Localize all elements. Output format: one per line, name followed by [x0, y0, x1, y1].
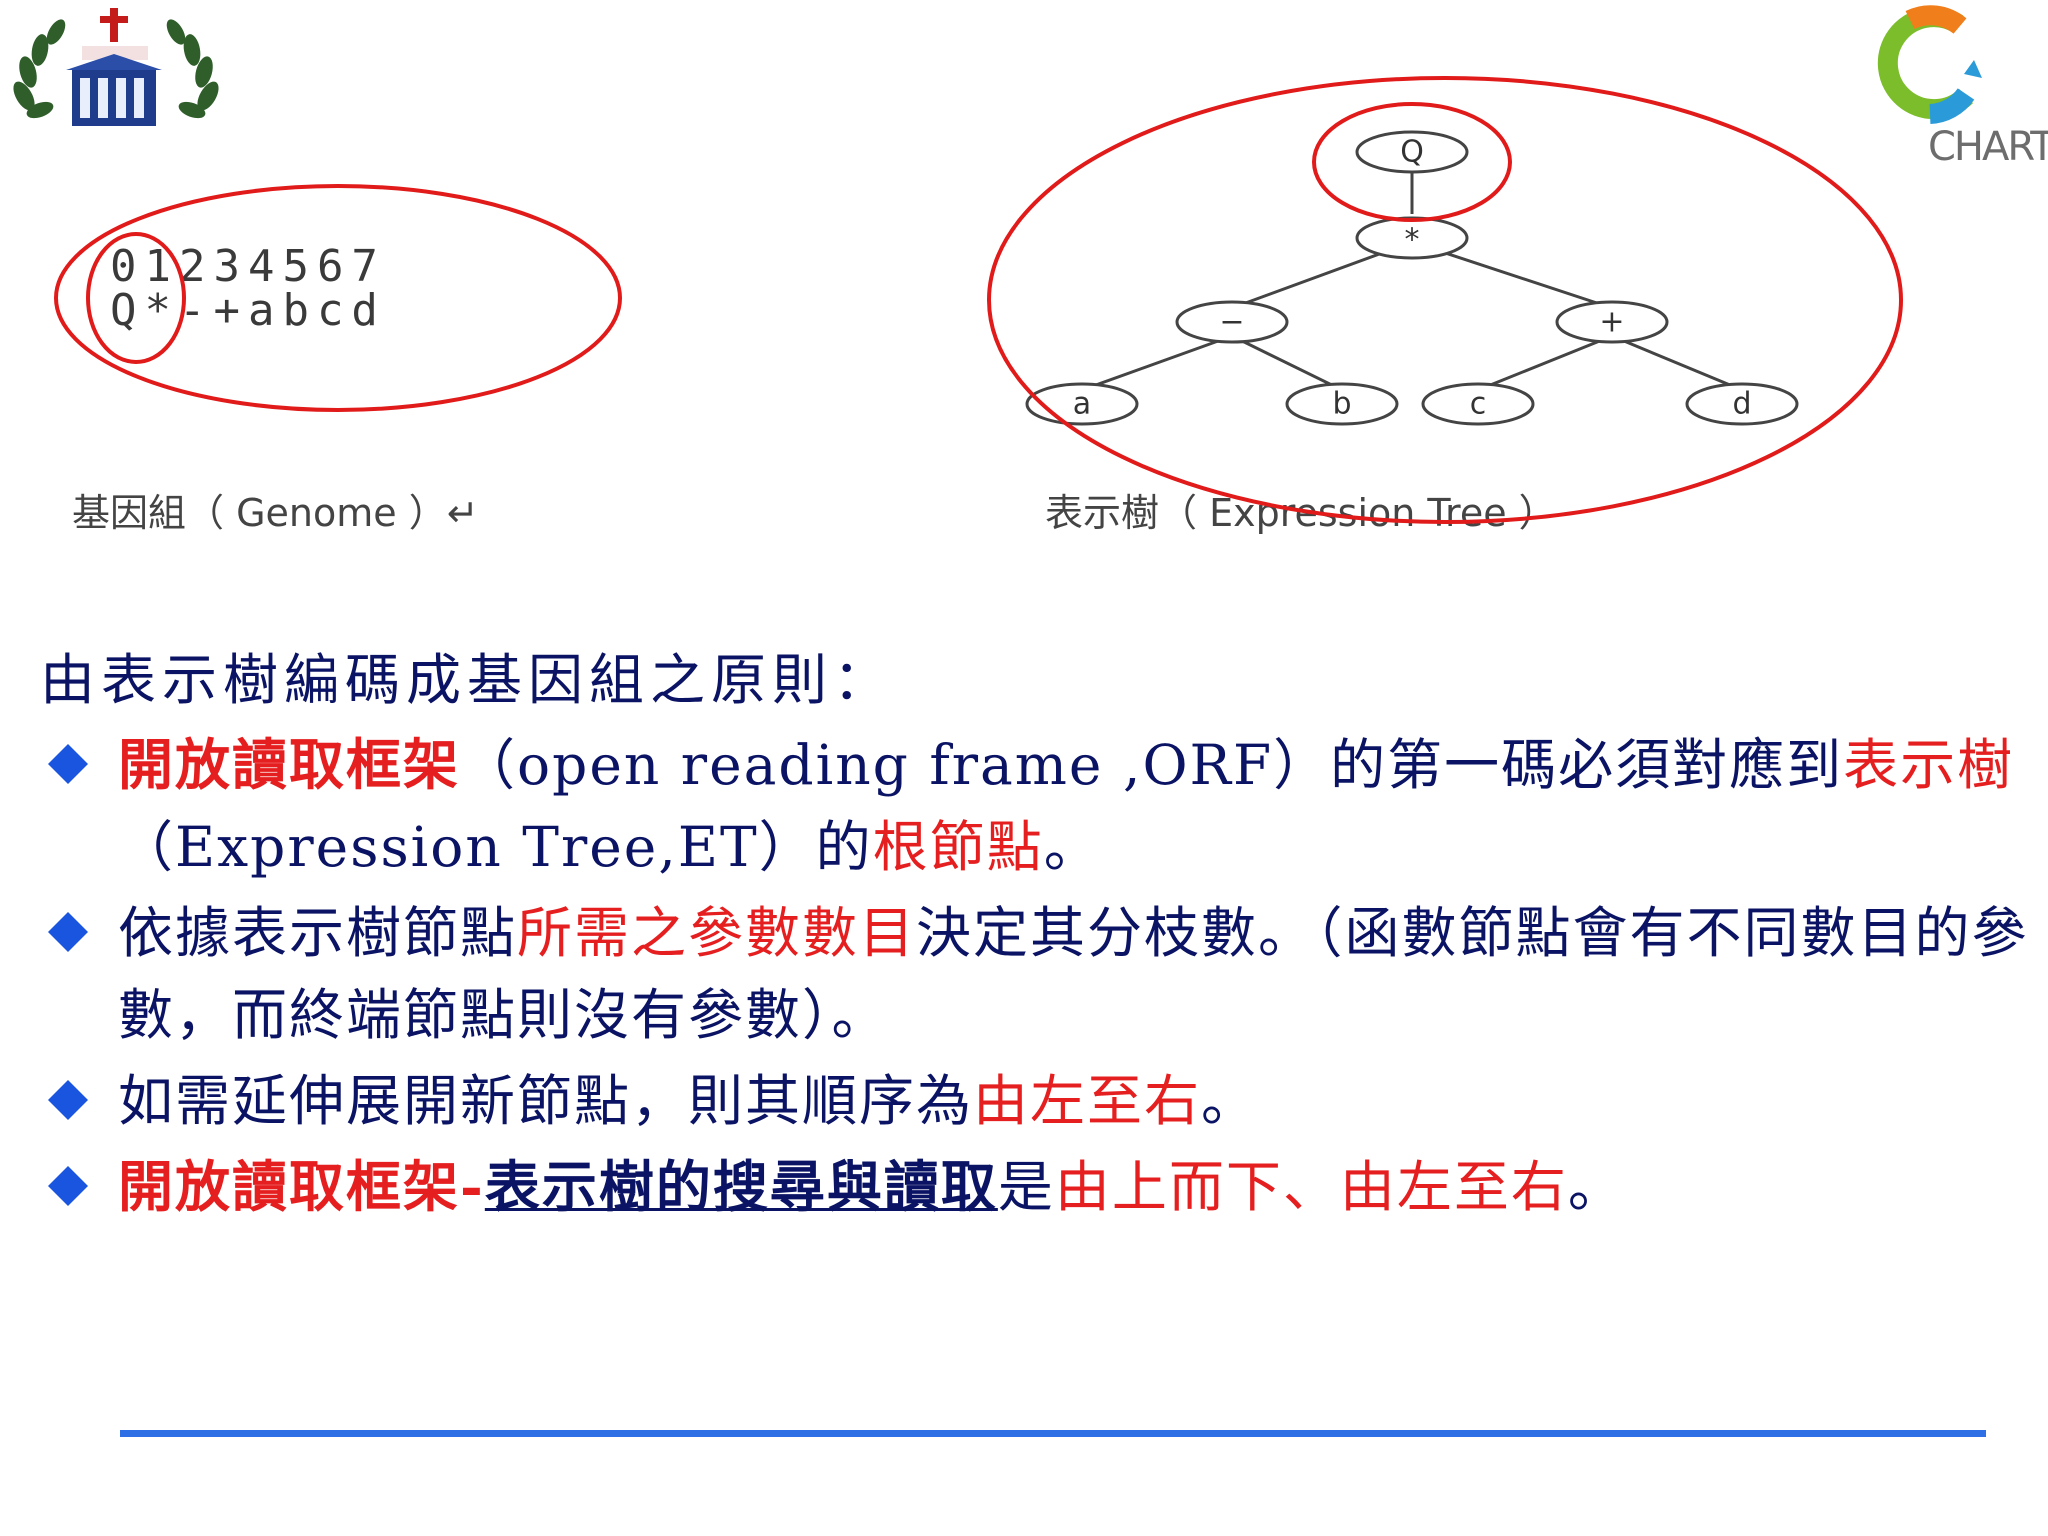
- edge-minus-a: [1081, 334, 1233, 392]
- node-mult-label: *: [1405, 223, 1420, 258]
- diamond-bullet-icon: [48, 1166, 88, 1206]
- diamond-bullet-icon: [48, 744, 88, 784]
- principles-heading: 由表示樹編碼成基因組之原則：: [40, 648, 895, 712]
- principle-3-part-1: 如需延伸展開新節點，則其順序為: [118, 1069, 974, 1133]
- principle-4-part-1: 開放讀取框架-: [118, 1154, 485, 1219]
- principle-item-3: 如需延伸展開新節點，則其順序為由左至右。: [40, 1060, 2030, 1142]
- principle-4-part-2: 表示樹的搜尋與讀取: [484, 1154, 998, 1219]
- principle-3-part-3: 。: [1201, 1069, 1259, 1133]
- principle-1-part-3: 表示樹: [1843, 733, 2015, 797]
- node-b-label: b: [1332, 387, 1351, 422]
- principle-4-part-5: 。: [1567, 1155, 1625, 1219]
- node-c-label: c: [1470, 387, 1487, 422]
- expression-tree-diagram: Q * − + a b c d: [1025, 130, 1799, 426]
- node-a-label: a: [1073, 387, 1091, 422]
- diamond-bullet-icon: [48, 912, 88, 952]
- principle-1-part-4: （Expression Tree,ET）的: [118, 815, 873, 879]
- node-minus-label: −: [1219, 305, 1244, 340]
- encoding-principles: 由表示樹編碼成基因組之原則： 開放讀取框架（open reading frame…: [40, 640, 2030, 1228]
- principle-1-part-6: 。: [1043, 815, 1101, 879]
- principle-4-part-3: 是: [997, 1155, 1055, 1219]
- university-emblem-logo: [6, 4, 226, 134]
- node-root-label: Q: [1400, 135, 1424, 170]
- principle-2-part-2: 所需之參數數目: [517, 901, 917, 965]
- genome-index-row: 01234567: [110, 241, 386, 292]
- edge-plus-c: [1477, 334, 1613, 392]
- principle-3-part-2: 由左至右: [973, 1069, 1202, 1133]
- charts-logo-text: CHARTS: [1928, 124, 2048, 170]
- principle-1-part-2: （open reading frame ,ORF）的第一碼必須對應到: [460, 733, 1844, 797]
- genome-string: 01234567 Q*-+abcd: [110, 245, 550, 333]
- genome-caption: 基因組（ Genome ）↵: [72, 491, 479, 535]
- principle-item-4: 開放讀取框架-表示樹的搜尋與讀取是由上而下、由左至右。: [40, 1146, 2030, 1228]
- expression-tree-caption: 表示樹（ Expression Tree ）: [1045, 491, 1557, 535]
- principle-2-part-1: 依據表示樹節點: [118, 901, 518, 965]
- genome-symbol-row: Q*-+abcd: [110, 285, 386, 336]
- node-plus-label: +: [1599, 305, 1624, 340]
- principle-item-1: 開放讀取框架（open reading frame ,ORF）的第一碼必須對應到…: [40, 724, 2030, 888]
- edge-plus-d: [1611, 334, 1743, 392]
- principle-item-2: 依據表示樹節點所需之參數數目決定其分枝數。（函數節點會有不同數目的參數，而終端節…: [40, 892, 2030, 1056]
- principle-2-part-3: 決定其分枝數。（函數節點會有不同數目的參數，而終端節點則沒有參數）。: [118, 901, 2029, 1047]
- charts-logo: CHARTS: [1870, 4, 2048, 174]
- node-d-label: d: [1732, 387, 1751, 422]
- footer-divider: [120, 1430, 1986, 1437]
- principle-4-part-4: 由上而下、由左至右: [1054, 1155, 1568, 1219]
- diamond-bullet-icon: [48, 1080, 88, 1120]
- principle-1-part-1: 開放讀取框架: [118, 732, 461, 797]
- principle-1-part-5: 根節點: [872, 815, 1044, 879]
- edge-minus-b: [1231, 334, 1343, 392]
